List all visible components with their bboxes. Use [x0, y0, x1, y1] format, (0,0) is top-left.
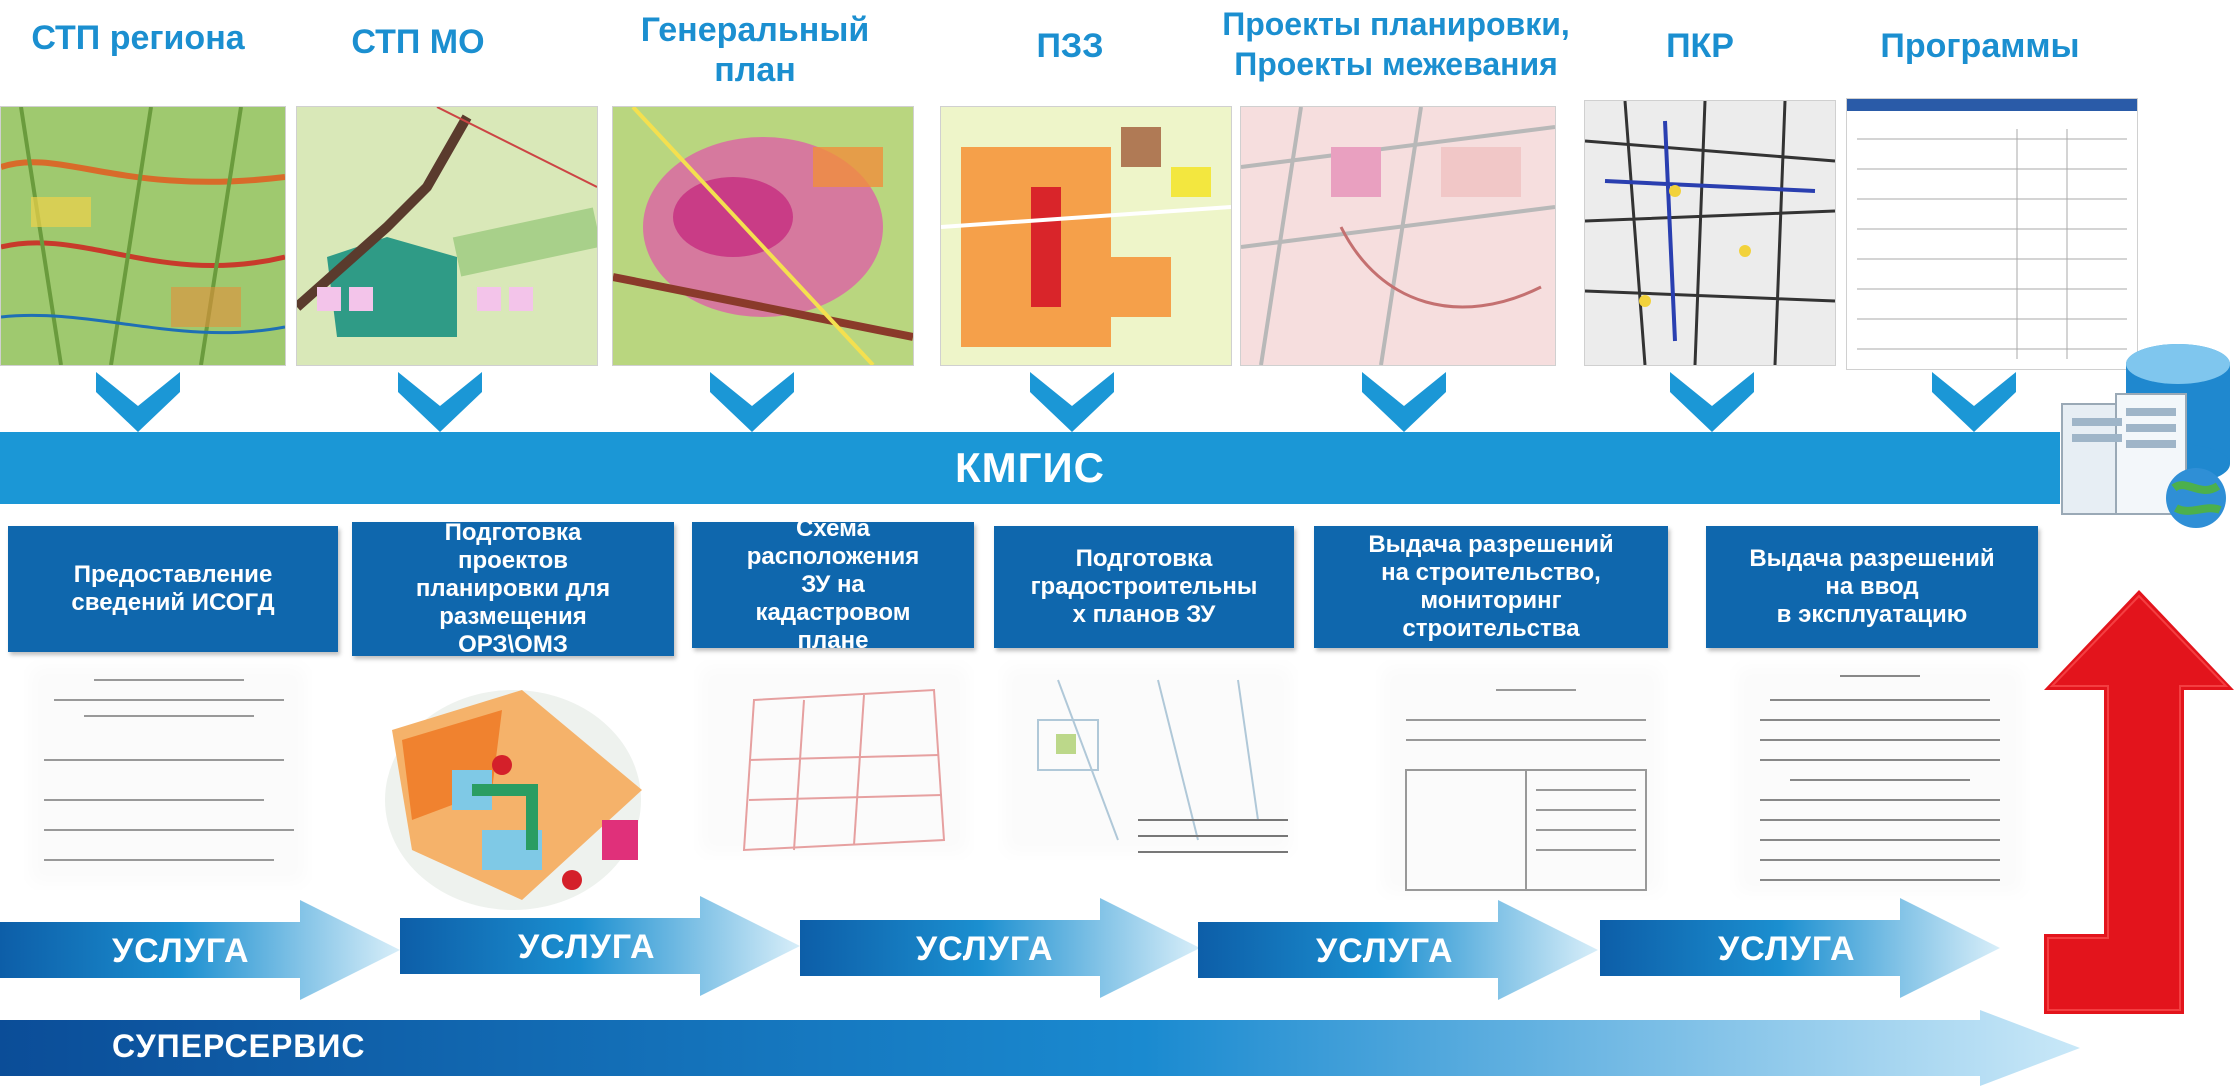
- source-label-general-plan: Генеральный план: [640, 11, 870, 89]
- service-box-cadastral-scheme: Схема расположения ЗУ на кадастровом пла…: [692, 515, 974, 654]
- service-box-commissioning-permits: Выдача разрешений на ввод в эксплуатацию: [1706, 526, 2038, 648]
- planning-project-illustration: [372, 680, 654, 920]
- commissioning-permit-preview: [1730, 660, 2030, 900]
- cadastral-plan-preview: [694, 660, 974, 860]
- red-up-arrow: [2044, 590, 2234, 1014]
- zoning-map-thumbnail: [940, 106, 1232, 366]
- system-label: КМГИС: [955, 444, 1105, 491]
- regional-map-thumbnail: [0, 106, 286, 366]
- source-label-programs: Программы: [1880, 27, 2080, 65]
- superservice-label: СУПЕРСЕРВИС: [112, 1028, 366, 1064]
- service-arrow: [1198, 900, 1598, 1000]
- chevron-down-icon: [1932, 372, 2016, 432]
- chevron-down-icon: [398, 372, 482, 432]
- service-arrow-label: УСЛУГА: [518, 928, 656, 966]
- general-plan-thumbnail: [612, 106, 914, 366]
- chevron-down-icon: [96, 372, 180, 432]
- service-arrow-label: УСЛУГА: [916, 930, 1054, 968]
- service-arrow: [1600, 898, 2000, 998]
- service-arrow-label: УСЛУГА: [112, 932, 250, 970]
- source-label-stp-mo: СТП МО: [351, 23, 485, 61]
- superservice-arrow: [0, 1010, 2080, 1086]
- service-arrow: [0, 900, 400, 1000]
- service-box-isogd: Предоставление сведений ИСОГД: [8, 526, 338, 652]
- database-server-globe-icon: [2061, 344, 2230, 528]
- service-box-planning-projects: Подготовка проектов планировки для разме…: [352, 519, 674, 658]
- source-label-stp-region: СТП региона: [31, 19, 245, 57]
- chevron-down-icon: [710, 372, 794, 432]
- source-label-pzz: ПЗЗ: [1036, 27, 1104, 65]
- isogd-document-preview: [24, 660, 312, 890]
- chevron-down-icon: [1030, 372, 1114, 432]
- gpzu-document-preview: [998, 660, 1298, 860]
- planning-project-thumbnail: [1240, 106, 1556, 366]
- service-arrow: [800, 898, 1200, 998]
- service-arrow-label: УСЛУГА: [1718, 930, 1856, 968]
- source-label-planning-projects: Проекты планировки, Проекты межевания: [1222, 6, 1570, 82]
- service-box-construction-permits: Выдача разрешений на строительство, мони…: [1314, 526, 1668, 648]
- service-arrow-label: УСЛУГА: [1316, 932, 1454, 970]
- programs-table-thumbnail: [1846, 98, 2138, 370]
- municipal-map-thumbnail: [296, 106, 598, 366]
- chevron-down-icon: [1362, 372, 1446, 432]
- source-label-pkr: ПКР: [1666, 27, 1734, 65]
- system-band: КМГИС: [0, 432, 2060, 504]
- chevron-down-icon: [1670, 372, 1754, 432]
- construction-permit-preview: [1376, 660, 1668, 900]
- service-box-gpzu: Подготовка градостроительны х планов ЗУ: [994, 526, 1294, 648]
- service-arrow: [400, 896, 800, 996]
- engineering-networks-thumbnail: [1584, 100, 1836, 366]
